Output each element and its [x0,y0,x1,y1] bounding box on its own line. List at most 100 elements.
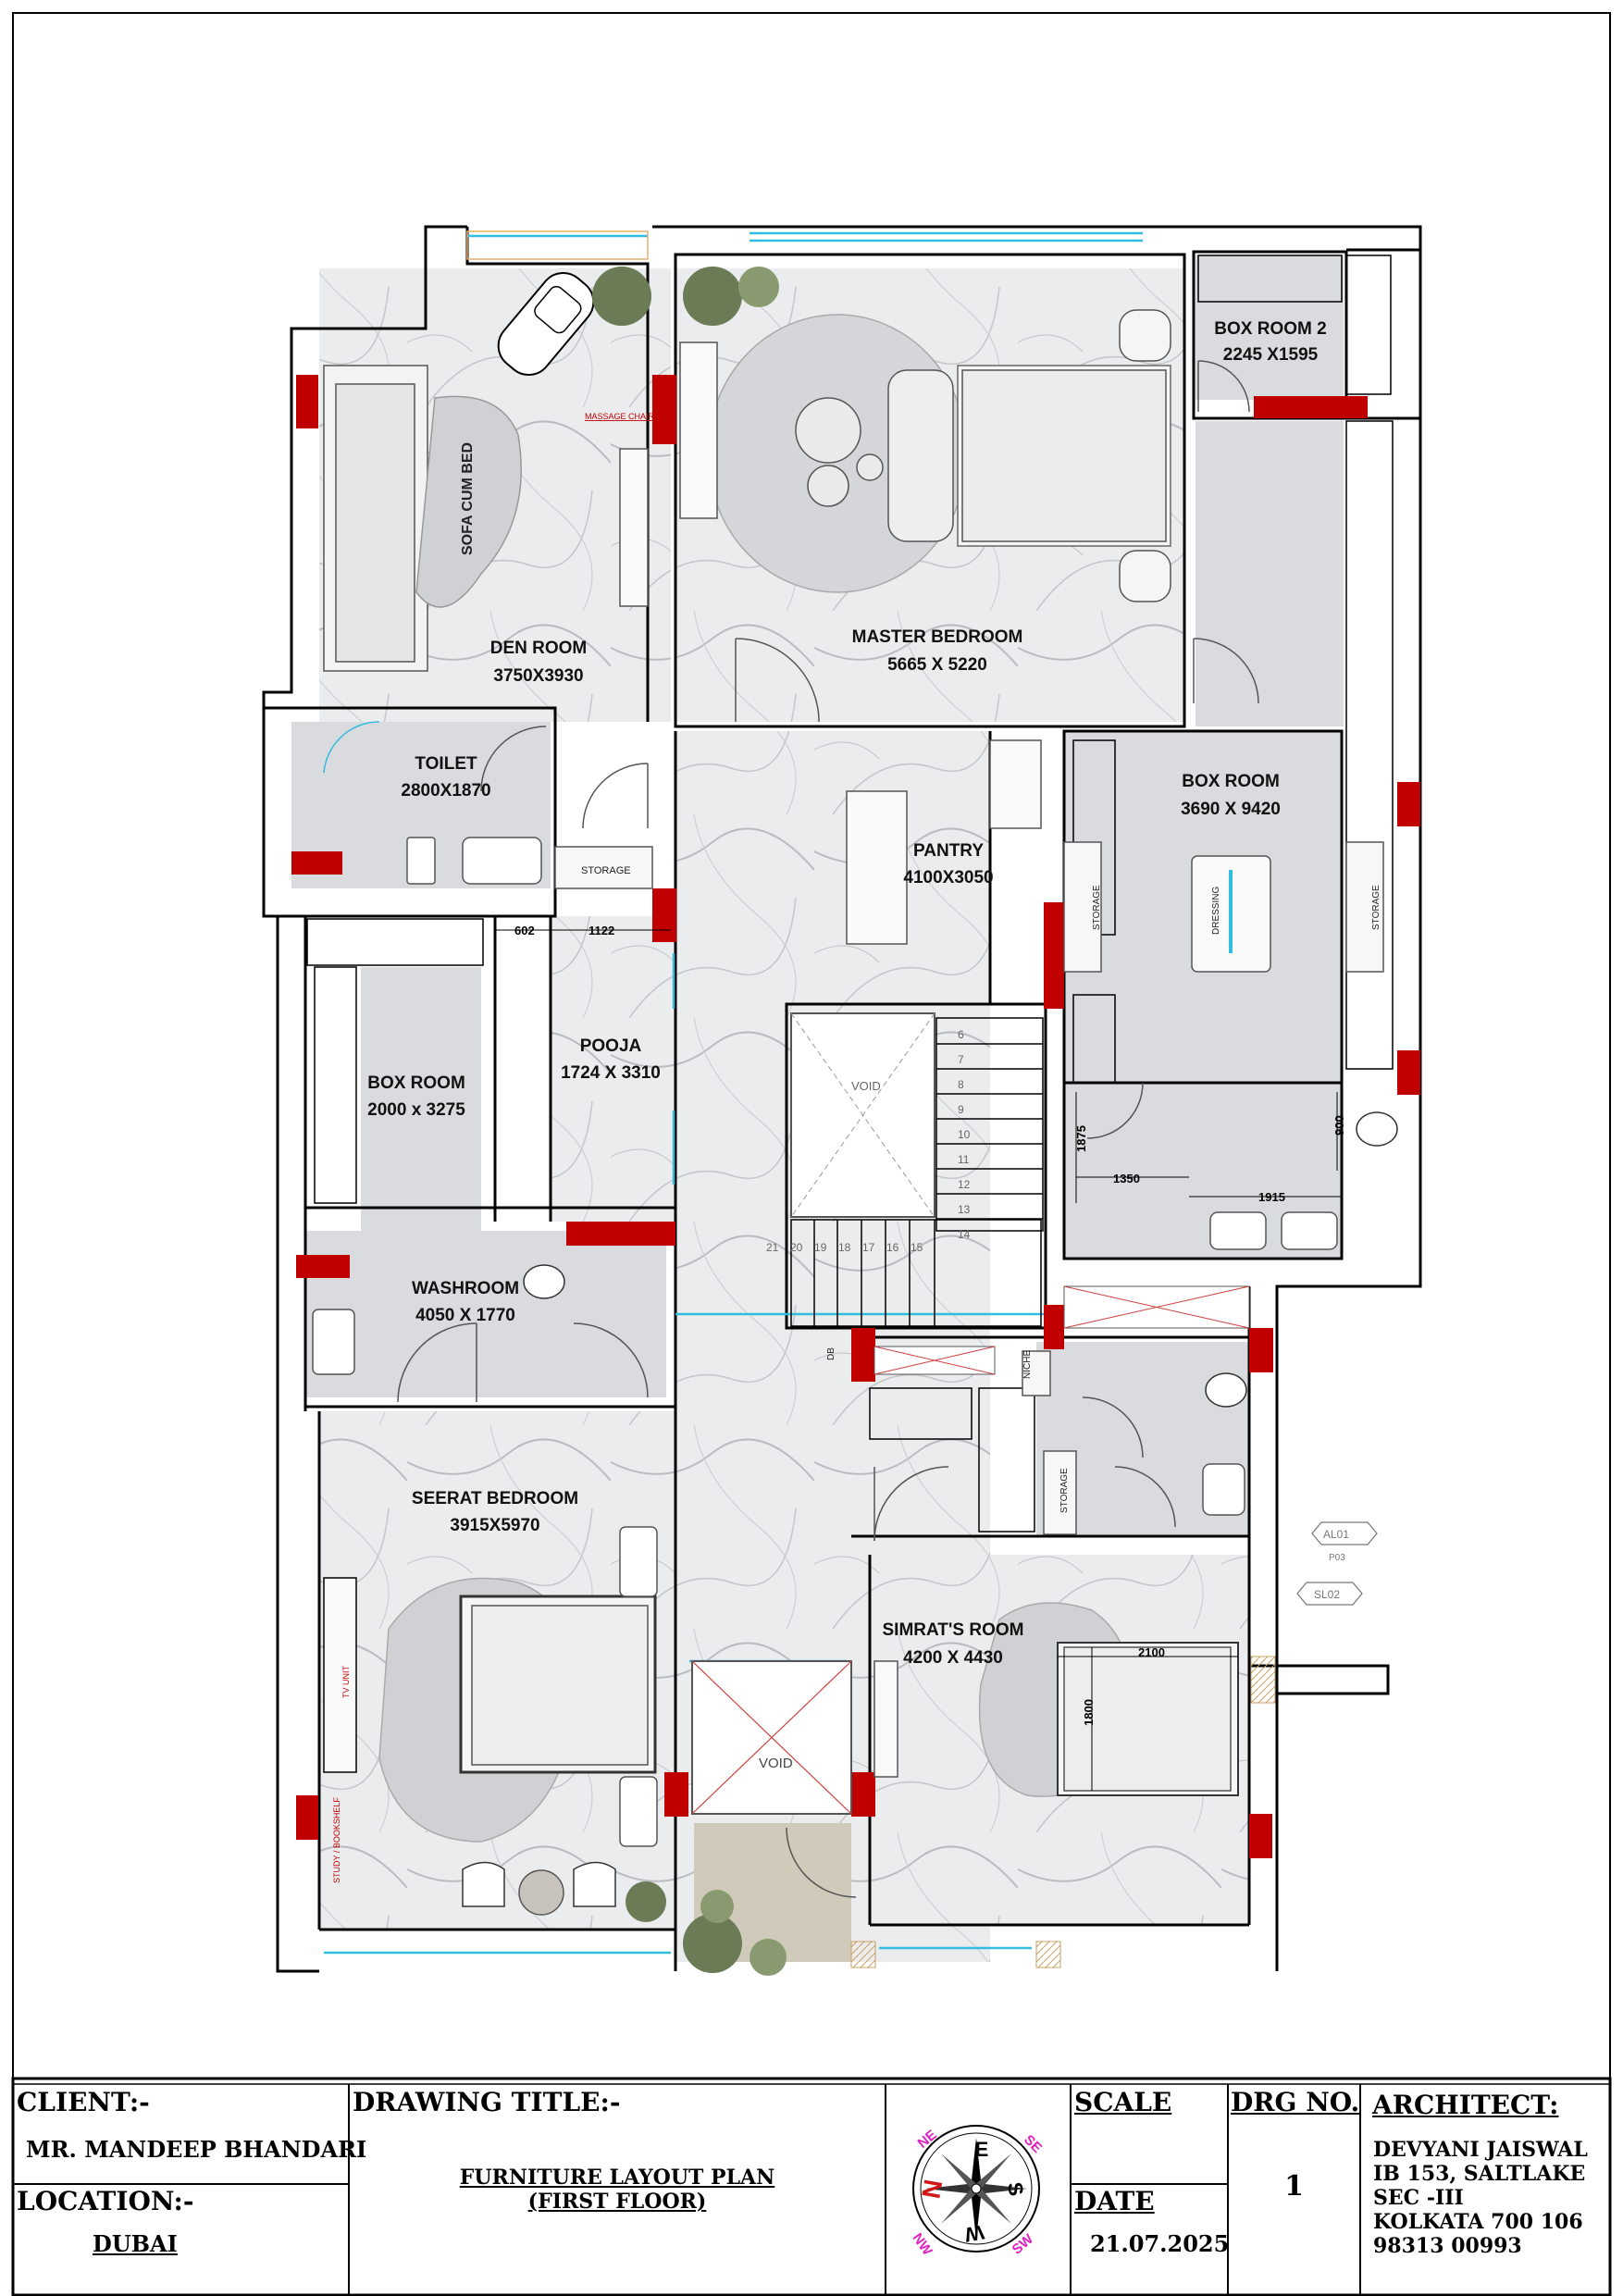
dressing-label: DRESSING [1211,887,1221,935]
dim-1800: 1800 [1082,1699,1096,1726]
architect-label: ARCHITECT: [1372,2090,1559,2120]
staircase [790,1017,1044,1327]
simrat-room-name: SIMRAT'S ROOM [883,1620,1024,1640]
columns [291,375,1420,1858]
stair-step-number: 12 [958,1178,971,1191]
stair-step-number: 19 [814,1241,827,1254]
furniture [312,271,1398,1916]
dim-900: 900 [1332,1115,1346,1136]
dim-1915: 1915 [1258,1190,1285,1204]
pooja-floor [551,916,675,1222]
stair-step-number: 20 [790,1241,803,1254]
stair-step-number: 15 [911,1241,923,1254]
compass-s: S [1003,2180,1028,2198]
architect-line-5: 98313 00993 [1373,2234,1522,2258]
seerat-nightstand [619,1526,658,1597]
pantry-name: PANTRY [913,841,984,861]
box2-floor [1196,255,1344,400]
doors [323,360,1259,1898]
storage-blocks [554,841,1384,1535]
stair-step-number: 8 [958,1078,964,1091]
stair-numbers-upper: 6 7 8 9 10 11 12 13 14 [958,1028,971,1241]
dim-1350: 1350 [1113,1172,1140,1185]
title-block-grid [13,2084,1361,2295]
master-sofa [887,369,954,542]
voids [691,1012,1250,1815]
void-lower-label: VOID [759,1756,793,1771]
dim-1122: 1122 [588,924,614,937]
al01-label: AL01 [1323,1528,1349,1541]
client-label: CLIENT:- [17,2087,150,2117]
box-room-right-name: BOX ROOM [1182,772,1280,791]
den-tv-unit [619,448,649,607]
location-label: LOCATION:- [17,2186,194,2216]
storage-label-right-2: STORAGE [1371,885,1381,930]
stair-step-number: 21 [766,1241,779,1254]
sofa-label: SOFA CUM BED [460,442,476,555]
wardrobes [306,254,1394,1533]
dimension-labels: 602 1122 1875 1350 1915 900 2100 1800 [514,924,1346,1726]
tv-unit [323,1577,357,1773]
den-rug [415,395,522,608]
drawing-title-line-2: (FIRST FLOOR) [527,2190,707,2214]
compass-nw: NW [909,2230,935,2259]
wash-basin [312,1309,355,1375]
storage-label-simrat: STORAGE [1059,1468,1070,1513]
washroom-name: WASHROOM [412,1279,519,1298]
stair-step-number: 10 [958,1128,971,1141]
box-room-2-dim: 2245 X1595 [1223,345,1319,365]
stair-step-number: 16 [886,1241,899,1254]
seerat-bedroom-name: SEERAT BEDROOM [412,1489,578,1508]
scale-label: SCALE [1074,2087,1172,2117]
master-bedroom-name: MASTER BEDROOM [852,627,1023,647]
date-label: DATE [1074,2186,1155,2216]
location-value: DUBAI [93,2230,178,2257]
floor-plan: DEN ROOM 3750X3930 MASTER BEDROOM 5665 X… [262,225,1422,1976]
drawing-title-line-1: FURNITURE LAYOUT PLAN [459,2166,775,2190]
tv-unit-label: TV UNIT [341,1665,351,1698]
toilet-name: TOILET [415,754,477,774]
p03-label: P03 [1329,1553,1345,1563]
den-room-name: DEN ROOM [490,639,588,658]
compass-w: W [962,2220,985,2246]
title-block-frame [11,2077,1612,2296]
storage-label-right-1: STORAGE [1092,885,1102,930]
drg-no-value: 1 [1284,2170,1304,2203]
stair-step-number: 14 [958,1228,971,1241]
dim-602: 602 [514,924,535,937]
tags [1296,1521,1378,1606]
wc [523,1264,565,1299]
dimension-lines [495,929,1342,1791]
client-value: MR. MANDEEP BHANDARI [26,2136,367,2163]
box-room-right-dim: 3690 X 9420 [1181,800,1281,819]
master-tv-unit [679,341,718,519]
stair-step-number: 6 [958,1028,964,1041]
den-room-dim: 3750X3930 [493,666,583,686]
boxroom-left-floor [361,967,481,1235]
dim-2100: 2100 [1138,1645,1165,1659]
nightstand [1119,309,1171,362]
box-room-2-name: BOX ROOM 2 [1214,319,1326,339]
stair-step-number: 7 [958,1053,964,1066]
stair-step-number: 13 [958,1203,971,1216]
dim-1875: 1875 [1074,1125,1088,1152]
storage-label-den: STORAGE [581,865,631,876]
study-label: STUDY / BOOKSHELF [332,1797,341,1883]
drawing-title-label: DRAWING TITLE:- [353,2087,621,2117]
date-value: 21.07.2025 [1090,2230,1230,2257]
seerat-bedroom-dim: 3915X5970 [450,1516,539,1535]
simrat-room-dim: 4200 X 4430 [903,1648,1003,1668]
master-bedroom-dim: 5665 X 5220 [887,655,987,675]
toilet-dim: 2800X1870 [401,781,490,800]
box-room-left-name: BOX ROOM [367,1074,465,1093]
pooja-name: POOJA [580,1036,642,1056]
db-label: DB [826,1347,836,1360]
architect-line-4: KOLKATA 700 106 [1373,2210,1583,2234]
drg-no-label: DRG NO. [1231,2087,1360,2117]
stair-step-number: 11 [958,1153,970,1166]
master-table [795,397,861,464]
pantry-dim: 4100X3050 [903,868,993,887]
stair-step-number: 9 [958,1103,964,1116]
